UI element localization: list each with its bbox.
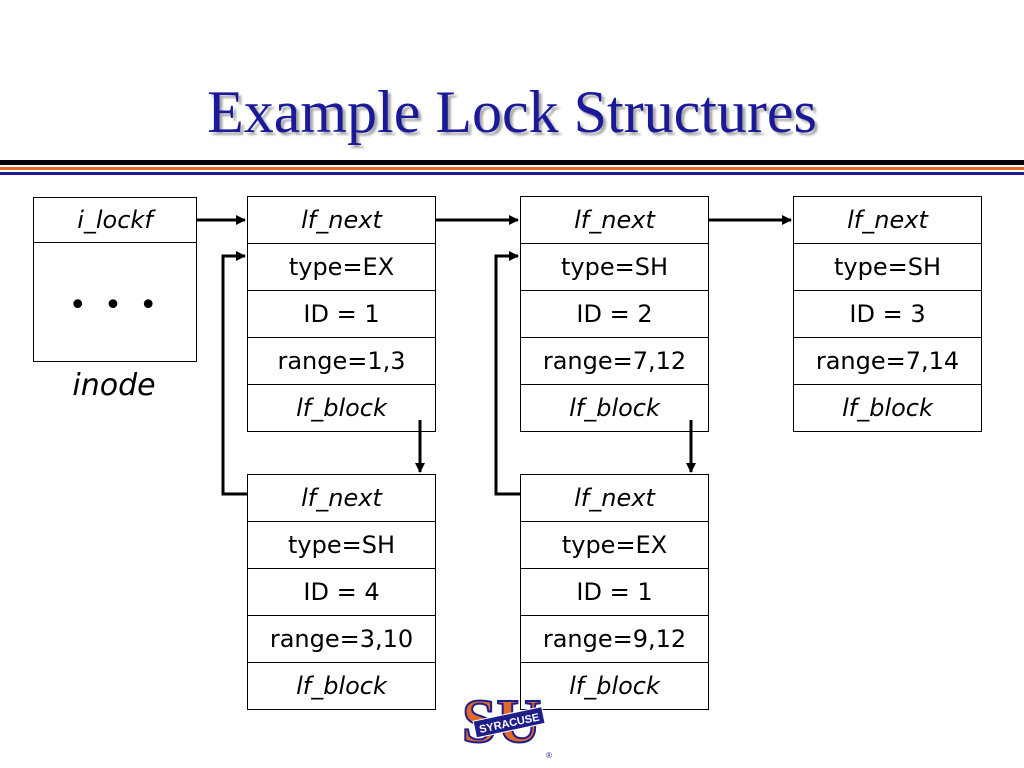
arrow-record-5-next-to-record-2 <box>494 251 520 496</box>
field-type: type=SH <box>521 244 708 291</box>
field-range: range=9,12 <box>521 616 708 663</box>
field-type: type=SH <box>248 522 435 569</box>
field-lf-next: lf_next <box>248 475 435 522</box>
lock-record-3: lf_next type=SH ID = 3 range=7,14 lf_blo… <box>793 196 982 432</box>
title-rule-blue <box>0 172 1024 175</box>
lock-record-2: lf_next type=SH ID = 2 range=7,12 lf_blo… <box>520 196 709 432</box>
arrow-record-4-next-to-record-1 <box>221 251 247 496</box>
lock-record-1: lf_next type=EX ID = 1 range=1,3 lf_bloc… <box>247 196 436 432</box>
field-id: ID = 4 <box>248 569 435 616</box>
title-rule-orange <box>0 167 1024 170</box>
field-lf-next: lf_next <box>248 197 435 244</box>
field-lf-block: lf_block <box>842 394 933 422</box>
field-type: type=EX <box>521 522 708 569</box>
inode-box: i_lockf • • • <box>33 197 197 362</box>
inode-field-i-lockf: i_lockf <box>34 198 196 243</box>
field-lf-block: lf_block <box>569 672 660 700</box>
title-rule-black <box>0 160 1024 165</box>
field-lf-next: lf_next <box>794 197 981 244</box>
field-range: range=3,10 <box>248 616 435 663</box>
field-id: ID = 1 <box>248 291 435 338</box>
field-type: type=EX <box>248 244 435 291</box>
field-range: range=7,14 <box>794 338 981 385</box>
lock-record-5: lf_next type=EX ID = 1 range=9,12 lf_blo… <box>520 474 709 710</box>
field-id: ID = 2 <box>521 291 708 338</box>
lock-record-4: lf_next type=SH ID = 4 range=3,10 lf_blo… <box>247 474 436 710</box>
inode-ellipsis: • • • <box>68 288 162 323</box>
syracuse-logo: SU SYRACUSE ® <box>461 688 552 760</box>
logo-registered-mark: ® <box>546 751 552 760</box>
field-id: ID = 1 <box>521 569 708 616</box>
field-type: type=SH <box>794 244 981 291</box>
field-lf-next: lf_next <box>521 475 708 522</box>
field-range: range=1,3 <box>248 338 435 385</box>
field-id: ID = 3 <box>794 291 981 338</box>
slide-title: Example Lock Structures <box>207 79 817 145</box>
inode-label: inode <box>72 368 156 403</box>
field-lf-block: lf_block <box>569 394 660 422</box>
field-lf-block: lf_block <box>296 672 387 700</box>
field-range: range=7,12 <box>521 338 708 385</box>
field-lf-next: lf_next <box>521 197 708 244</box>
field-lf-block: lf_block <box>296 394 387 422</box>
